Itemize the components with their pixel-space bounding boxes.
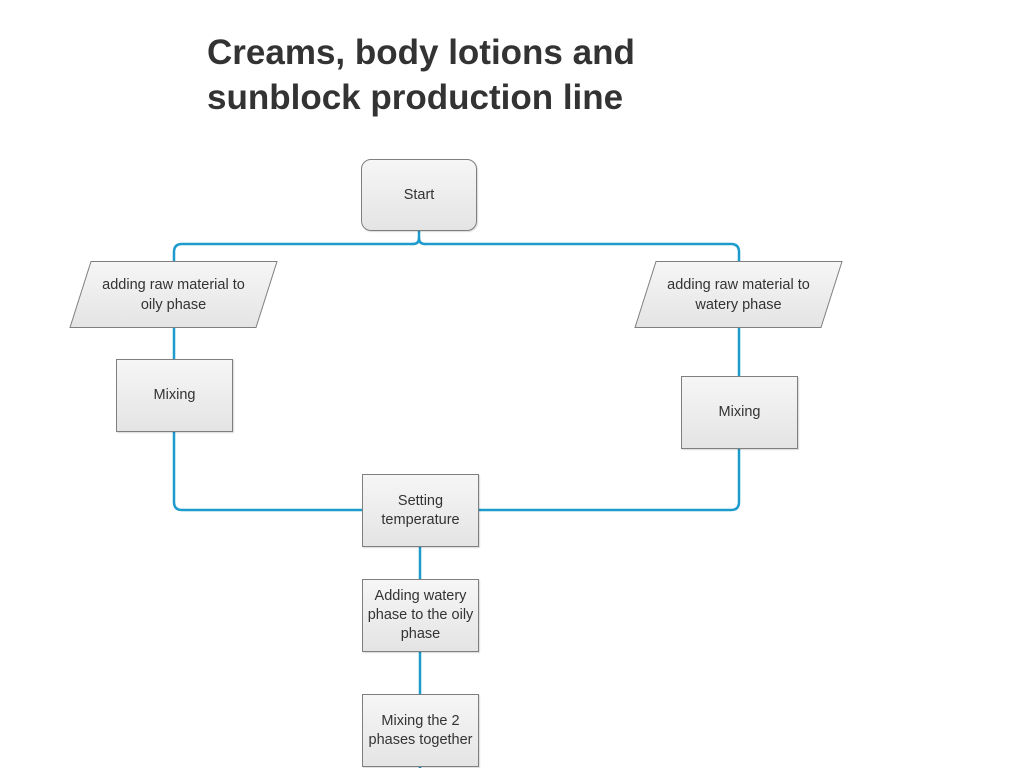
mixing-watery-node[interactable]: Mixing — [681, 376, 798, 449]
mixing-watery-label: Mixing — [718, 404, 761, 420]
watery-input-label: adding raw material to watery phase — [667, 276, 810, 313]
watery-input-node[interactable]: adding raw material to watery phase — [634, 261, 843, 328]
mixing-together-label: Mixing the 2 phases together — [368, 712, 473, 748]
start-node[interactable]: Start — [361, 159, 477, 231]
setting-temperature-label: Setting temperature — [381, 492, 460, 528]
mixing-together-node[interactable]: Mixing the 2 phases together — [362, 694, 479, 767]
edge-mixing-watery-setting — [476, 446, 741, 512]
oily-input-label: adding raw material to oily phase — [102, 276, 245, 313]
edge-start-watery-input — [423, 242, 741, 264]
mixing-oily-label: Mixing — [153, 387, 196, 403]
edge-start-oily-input — [172, 242, 415, 264]
setting-temperature-node[interactable]: Setting temperature — [362, 474, 479, 547]
adding-watery-label: Adding watery phase to the oily phase — [367, 588, 474, 642]
diagram-title: Creams, body lotions and sunblock produc… — [207, 33, 635, 117]
edge-start-split-right — [417, 236, 427, 246]
mixing-oily-node[interactable]: Mixing — [116, 359, 233, 432]
parallelogram-shape — [69, 261, 278, 328]
oily-input-node[interactable]: adding raw material to oily phase — [69, 261, 278, 328]
edge-mixing-oily-setting — [172, 429, 364, 512]
adding-watery-node[interactable]: Adding watery phase to the oily phase — [362, 579, 479, 652]
parallelogram-shape — [634, 261, 843, 328]
start-node-label: Start — [403, 186, 435, 203]
